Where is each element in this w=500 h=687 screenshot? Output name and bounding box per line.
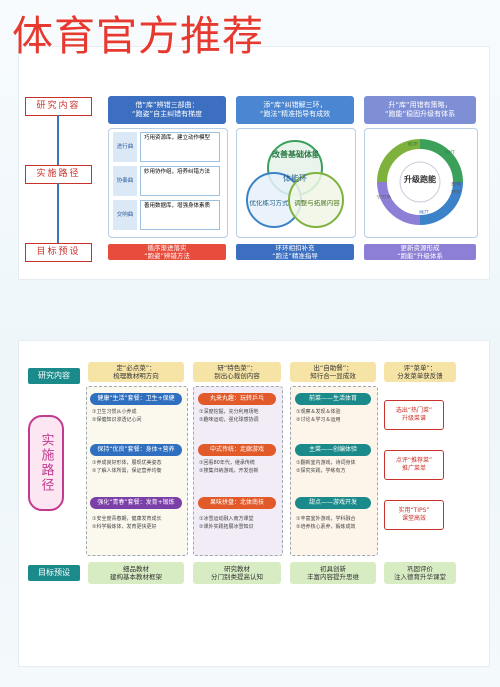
cycle-item: 自我	[450, 182, 461, 187]
menu-text: ②讨论＆学习＆运用	[296, 417, 341, 423]
bottom-footer-3: 初具创新丰富内容提升思维	[290, 562, 376, 584]
top-footer-2: 环环相扣补充“跑法”精准指导	[236, 244, 354, 260]
menu-text: ①丰富室外游戏，学科融合	[296, 516, 356, 522]
bottom-label-goal: 目标预设	[28, 565, 80, 581]
cycle-item: 评价	[450, 190, 461, 195]
top-header-2: 添“库”纠错解三环，“跑法”精准指导有成效	[236, 96, 354, 124]
menu-pill: 果味拼盘：北体南技	[198, 497, 276, 509]
top-label-goal: 目标预设	[25, 243, 92, 262]
feedback-box: 点评“推荐菜”推广菜单	[384, 450, 444, 480]
menu-text: ①深度挖掘，充分利用场地	[199, 409, 259, 415]
bottom-header-1: 定“必点菜”：梳理教材明方向	[88, 362, 184, 382]
cycle-item: 起步	[407, 142, 418, 147]
menu-pill: 主菜——创编体验	[295, 444, 371, 456]
venn-diagram	[246, 140, 344, 228]
menu-text: ①回看80年代，继承传统	[199, 460, 255, 466]
cycle-item: 前行	[444, 150, 455, 155]
bottom-header-3: 出“自助餐”：知行合一显成效	[290, 362, 376, 382]
top-footer-1: 循序渐进落实“跑姿”辨错方法	[108, 244, 226, 260]
menu-text: ②保健知识渗透记心间	[92, 417, 142, 423]
menu-text: ②科学锻炼体，发育更快更好	[92, 524, 157, 530]
row-text: 巧用资源库，建立动作模型	[140, 132, 220, 162]
menu-text: ①卫生习惯从小养成	[92, 409, 137, 415]
bottom-header-2: 研“特色菜”：别出心裁创内容	[193, 362, 281, 382]
feedback-box: 选出“热门菜”升级菜谱	[384, 400, 444, 430]
feedback-box: 实用“TIPS”课堂高效	[384, 500, 444, 530]
venn-center-label: 体能环	[283, 174, 307, 183]
bottom-footer-4: 巩固评价注入德育升华课堂	[384, 562, 456, 584]
top-flow-arrow	[57, 115, 59, 165]
top-flow-arrow	[57, 183, 59, 243]
top-header-1: 借“库”辨错三部曲：“跑姿”自主纠错有梯度	[108, 96, 226, 124]
cycle-center: 升级跑能	[404, 175, 436, 184]
menu-pill: 中式传统：走廊游戏	[198, 444, 276, 456]
menu-pill: 保持“优良”套餐：身体+营养	[90, 444, 182, 456]
top-label-research: 研究内容	[25, 97, 92, 116]
menu-pill: 健康“生活”套餐：卫生+保健	[90, 393, 182, 405]
row-text: 善用数据库，增强身体素质	[140, 200, 220, 230]
menu-pill: 强化“青春”套餐：发育+锻炼	[90, 497, 182, 509]
bottom-footer-2: 研究教材分门别类提高认知	[193, 562, 281, 584]
row-text: 妙用协作组，培养纠错方法	[140, 166, 220, 196]
menu-pill: 前菜——生活体育	[295, 393, 371, 405]
menu-text: ①冰雪运动融入南方课堂	[199, 516, 254, 522]
top-label-path: 实施路径	[25, 165, 92, 184]
column-3	[290, 386, 378, 556]
menu-text: ①养成良好形体，展现优美姿态	[92, 460, 162, 466]
venn-label: 调整与拓展内容	[294, 200, 340, 207]
page-title: 体育官方推荐	[12, 12, 264, 60]
cycle-item: 小分队	[376, 195, 392, 200]
menu-text: ①观察＆发现＆体验	[296, 409, 341, 415]
menu-text: ②探究实践，学练有方	[296, 468, 346, 474]
cycle-diagram	[377, 139, 463, 225]
menu-text: ②课外实践拓展冰雪知识	[199, 524, 254, 530]
menu-pill: 丸来丸趣：玩转乒乓	[198, 393, 276, 405]
cycle-item: 提升	[418, 210, 429, 215]
menu-text: ②了解人体所需，保证营养均衡	[92, 468, 162, 474]
bottom-footer-1: 细品教材建构基本教材框架	[88, 562, 184, 584]
row-tag: 协奏曲	[113, 166, 137, 196]
bottom-header-4: 评“菜单”：分发菜单获反馈	[384, 362, 456, 382]
menu-text: ①安全度青春期，健康发育成长	[92, 516, 162, 522]
bottom-label-research: 研究内容	[28, 368, 80, 384]
column-2	[193, 386, 283, 556]
venn-label: 改善基础体能	[272, 150, 318, 159]
row-tag: 进行曲	[113, 132, 137, 162]
top-header-3: 升“库”用错有策略，“跑能”稳固升级有体系	[364, 96, 476, 124]
menu-text: ①翻新室内游戏，诗词身体	[296, 460, 356, 466]
row-tag: 交响曲	[113, 200, 137, 230]
menu-text: ②培养核心素养，锻炼成效	[296, 524, 356, 530]
venn-label: 优化练习方式	[249, 200, 289, 207]
bottom-label-path: 实施路径	[28, 415, 64, 511]
column-1	[86, 386, 188, 556]
menu-text: ②搜集归纳游戏，开发创新	[199, 468, 259, 474]
top-footer-3: 更新资源形成“跑能”升级体系	[364, 244, 476, 260]
menu-pill: 甜点——游戏开发	[295, 497, 371, 509]
menu-text: ②趣味运动，强化球感协调	[199, 417, 259, 423]
